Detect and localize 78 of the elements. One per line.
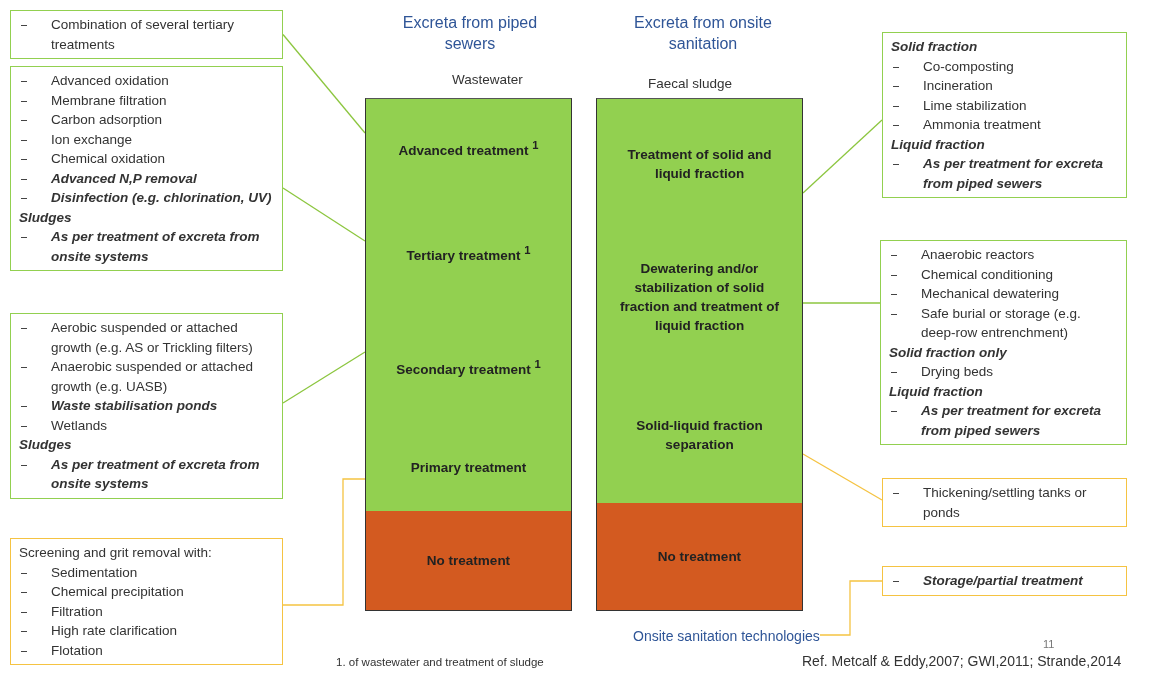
treatment-stage-band [365, 424, 572, 511]
leader-line [282, 33, 366, 134]
stage-label: Primary treatment [410, 459, 527, 477]
leader-line [819, 580, 883, 636]
list-item: Aerobic suspended or attached growth (e.g. AS or Trickling filters) [51, 319, 254, 357]
list-item: Screening and grit removal with: [19, 544, 212, 562]
list-item: Mechanical dewatering [921, 285, 1060, 303]
list-item: Advanced N,P removal [51, 169, 197, 188]
list-item: Advanced oxidation [51, 72, 169, 90]
list-heading: Solid fraction only [889, 343, 1007, 362]
list-item: Filtration [51, 602, 103, 621]
list-item: Chemical oxidation [51, 150, 166, 168]
column-subheading: Wastewater [452, 72, 523, 87]
column-subheading: Faecal sludge [648, 76, 733, 91]
reference-text: Ref. Metcalf & Eddy,2007; GWI,2011; Strande,2014 [802, 653, 1122, 669]
treatment-stage-band [365, 98, 572, 196]
leader-line [802, 302, 881, 304]
list-item: Sedimentation [51, 563, 138, 582]
list-item: Drying beds [921, 363, 994, 381]
stage-label: Tertiary treatment $^{1}$ [406, 243, 531, 265]
list-heading: Solid fraction [891, 38, 978, 56]
technology-list-box [882, 478, 1127, 527]
list-item: Co-composting [923, 57, 1014, 76]
stage-label: No treatment [657, 548, 742, 566]
list-item: Chemical conditioning [921, 265, 1054, 284]
list-item: Anaerobic reactors [921, 246, 1035, 264]
stage-label: Secondary treatment $^{1}$ [396, 357, 541, 379]
technology-list-box [10, 313, 283, 499]
list-item: Waste stabilisation ponds [51, 397, 218, 415]
technology-list-box [882, 566, 1127, 596]
list-item: As per treatment of excreta from onsite systems [51, 228, 261, 266]
technology-list-box [10, 10, 283, 59]
leader-line [282, 478, 366, 606]
list-item: High rate clarification [51, 622, 178, 640]
list-item: Chemical precipitation [51, 583, 184, 601]
column-heading: Excreta from piped sewers [401, 13, 539, 54]
leader-line [282, 351, 366, 404]
stage-label: Treatment of solid and liquid fraction [626, 145, 773, 183]
leader-line [802, 453, 883, 501]
technology-list-box [880, 240, 1127, 445]
caption-text: Onsite sanitation technologies [633, 626, 820, 647]
list-item: As per treatment of excreta from onsite systems [51, 455, 261, 493]
list-item: Ion exchange [51, 130, 133, 149]
no-treatment-band [365, 511, 572, 611]
treatment-stage-band [596, 98, 803, 228]
list-item: Membrane filtration [51, 91, 167, 110]
stage-label: Dewatering and/or stabilization of solid fraction and treatment of liquid fraction [619, 260, 780, 335]
leader-line [802, 119, 883, 194]
list-item: Safe burial or storage (e.g. deep-row entrenchment) [921, 304, 1082, 342]
column-heading: Excreta from onsite sanitation [633, 13, 773, 54]
technology-list-box [10, 538, 283, 665]
list-item: Storage/partial treatment [923, 572, 1083, 590]
treatment-stage-band [596, 366, 803, 503]
leader-line [282, 187, 366, 242]
list-heading: Sludges [19, 436, 72, 454]
list-item: Carbon adsorption [51, 111, 163, 129]
list-item: Flotation [51, 641, 103, 660]
list-item: As per treatment for excreta from piped sewers [921, 402, 1103, 440]
list-item: Incineration [923, 77, 993, 95]
page-number: 11 [1043, 638, 1055, 650]
footnote: 1. of wastewater and treatment of sludge [336, 656, 544, 668]
list-heading: Liquid fraction [891, 135, 985, 154]
list-item: As per treatment for excreta from piped sewers [923, 155, 1105, 193]
list-item: Lime stabilization [923, 96, 1027, 115]
list-item: Wetlands [51, 416, 108, 435]
technology-list-box [10, 66, 283, 271]
list-item: Disinfection (e.g. chlorination, UV) [51, 189, 272, 207]
list-item: Ammonia treatment [923, 116, 1041, 134]
stage-label: Solid-liquid fraction separation [635, 416, 764, 454]
stage-label: Advanced treatment $^{1}$ [398, 137, 539, 160]
no-treatment-band [596, 503, 803, 611]
list-heading: Sludges [19, 208, 72, 227]
list-item: Anaerobic suspended or attached growth (e.g. UASB) [51, 358, 254, 396]
list-item: Thickening/settling tanks or ponds [923, 484, 1088, 522]
list-item: Combination of several tertiary treatments [51, 16, 236, 54]
technology-list-box [882, 32, 1127, 198]
stage-label: No treatment [426, 552, 511, 570]
list-heading: Liquid fraction [889, 382, 983, 401]
